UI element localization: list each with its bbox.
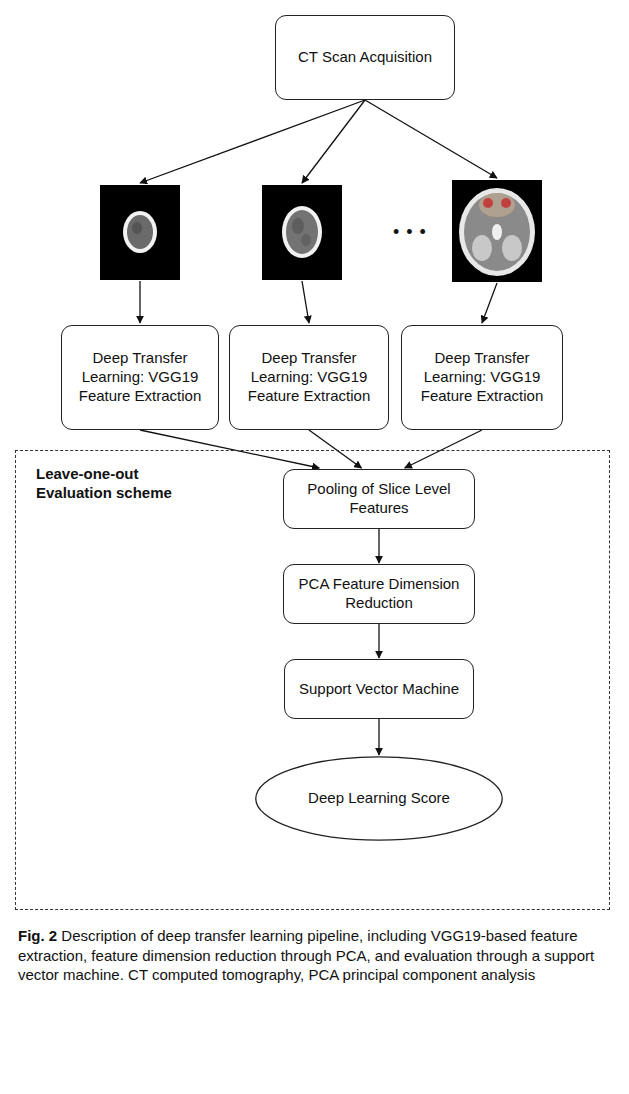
ct-slice-image (452, 180, 542, 282)
ct-slice-image (262, 185, 342, 280)
skull-outline (459, 188, 535, 276)
process-box: Deep Transfer Learning: VGG19 Feature Ex… (401, 325, 563, 430)
slice-background (262, 185, 342, 280)
brain-detail (301, 234, 311, 246)
arrow-line (302, 281, 309, 323)
brain-core (492, 224, 502, 240)
node-label: CT Scan Acquisition (298, 48, 432, 67)
evaluation-region: Leave-one-out Evaluation scheme Pooling o… (15, 450, 610, 910)
node-label: PCA Feature Dimension Reduction (294, 575, 464, 613)
fan-out-arrows (140, 100, 497, 323)
brain-lobe (502, 235, 522, 261)
process-box: Deep Transfer Learning: VGG19 Feature Ex… (61, 325, 219, 430)
process-box: Deep Transfer Learning: VGG19 Feature Ex… (229, 325, 389, 430)
ellipse-shape (256, 757, 503, 840)
face-detail (501, 198, 511, 208)
flow-arrow (378, 529, 379, 563)
brain-tissue (127, 215, 153, 249)
arrow-line (365, 100, 497, 178)
process-box: CT Scan Acquisition (275, 15, 455, 100)
flow-arrow (140, 430, 319, 468)
brain-lobe (472, 235, 492, 261)
flow-arrow (405, 430, 482, 468)
node-label: Deep Transfer Learning: VGG19 Feature Ex… (412, 349, 552, 405)
caption-body: Description of deep transfer learning pi… (18, 927, 594, 983)
brain-tissue (286, 210, 318, 254)
soft-tissue (464, 193, 530, 271)
brain-detail (132, 222, 142, 234)
arrow-line (139, 281, 140, 323)
ct-slice-image (100, 185, 180, 280)
brain-detail (292, 218, 304, 234)
ellipsis-mark: • • • (393, 222, 427, 243)
flow-arrow (309, 430, 362, 468)
node-label: Deep Transfer Learning: VGG19 Feature Ex… (72, 349, 208, 405)
flow-arrow (378, 719, 379, 755)
node-label: Support Vector Machine (299, 680, 459, 699)
process-box: PCA Feature Dimension Reduction (283, 564, 475, 624)
process-box: Support Vector Machine (284, 659, 474, 719)
node-label: Pooling of Slice Level Features (294, 480, 464, 518)
arrow-line (140, 100, 365, 183)
face-structure (479, 193, 515, 217)
result-ellipse: Deep Learning Score (254, 756, 504, 841)
flow-arrow (378, 624, 379, 658)
arrow-line (302, 100, 365, 183)
skull-outline (282, 206, 322, 258)
region-title: Leave-one-out Evaluation scheme (36, 465, 186, 503)
figure-number: Fig. 2 (18, 927, 57, 944)
slice-background (452, 180, 542, 282)
face-detail (483, 198, 493, 208)
slice-background (100, 185, 180, 280)
skull-outline (123, 211, 157, 253)
figure-caption: Fig. 2 Description of deep transfer lear… (18, 926, 608, 985)
arrow-line (482, 283, 497, 323)
process-box: Pooling of Slice Level Features (283, 469, 475, 529)
node-label: Deep Learning Score (308, 789, 450, 808)
node-label: Deep Transfer Learning: VGG19 Feature Ex… (240, 349, 378, 405)
